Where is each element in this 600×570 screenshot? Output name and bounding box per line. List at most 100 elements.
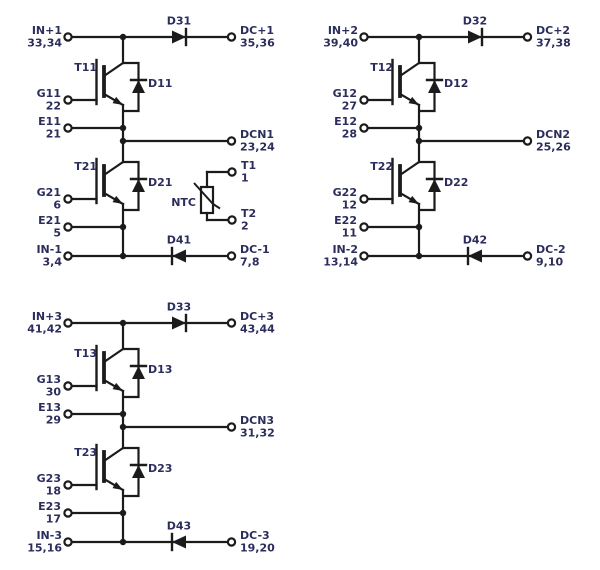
cell1-igbt-top-collector: [102, 61, 125, 78]
cell1-igbt-bot-collector: [102, 160, 125, 177]
cell2-dot-bottom: [415, 252, 423, 260]
cell3-dc-pos-pins: 43,44: [240, 323, 275, 336]
cell2-dc-pos-label: DC+2: [536, 24, 570, 37]
cell3-igbt-bot-emitter-arrow-icon: [112, 481, 123, 490]
cell3-bot-diode-label: D43: [167, 520, 191, 533]
cell1-e-top-terminal: [63, 123, 73, 133]
cell1-dot-dcn: [119, 137, 127, 145]
cell2-igbt-bot-collector: [398, 160, 421, 177]
cell1-diode-bot-symbol: [132, 179, 145, 192]
cell2-diode-top-symbol: [428, 80, 441, 93]
cell1-dc-neg-terminal: [226, 251, 237, 261]
cell3-in-pos-terminal: [63, 318, 73, 328]
cell3-dot-e-top: [119, 410, 127, 418]
cell2-t-top-label: T12: [370, 61, 393, 74]
cell3-bot-series-diode-symbol: [172, 535, 186, 549]
ntc-t1-label: T1: [241, 159, 256, 172]
cell3-in-pos-pins: 41,42: [27, 323, 62, 336]
cell3-dot-dcn: [119, 423, 127, 431]
ntc-body: [199, 185, 215, 215]
cell2-in-pos-terminal: [359, 32, 369, 42]
cell3-in-neg-label: IN-3: [36, 529, 62, 542]
cell2-diode-bot-symbol: [428, 179, 441, 192]
cell3-dc-neg-pins: 19,20: [240, 542, 275, 555]
cell3-e-bot-terminal: [63, 508, 73, 518]
cell1-e-bot-pins: 5: [53, 227, 61, 240]
cell1-t-bot-label: T21: [74, 160, 97, 173]
cell3-t-bot-label: T23: [74, 446, 97, 459]
cell3-dcn-pins: 31,32: [240, 427, 275, 440]
cell3-dc-neg-terminal: [226, 537, 237, 547]
cell2-dcn-label: DCN2: [536, 128, 570, 141]
cell2-e-bot-pins: 11: [342, 227, 357, 240]
cell2-g-top-pins: 27: [342, 100, 357, 113]
cell3-top-series-diode-symbol: [172, 316, 186, 330]
cell2-d-top-label: D12: [444, 77, 468, 90]
cell1-dot-bottom: [119, 252, 127, 260]
ntc-t2-terminal: [227, 215, 237, 225]
cell2-dcn-pins: 25,26: [536, 141, 571, 154]
cell2-dot-top: [415, 33, 423, 41]
cell1-e-top-pins: 21: [46, 128, 61, 141]
cell2-dc-pos-pins: 37,38: [536, 37, 571, 50]
cell3-in-neg-pins: 15,16: [27, 542, 62, 555]
cell2-e-top-label: E12: [334, 115, 357, 128]
cell2-t-bot-label: T22: [370, 160, 393, 173]
cell1-in-neg-label: IN-1: [36, 243, 62, 256]
cell2-g-bot-label: G22: [333, 186, 357, 199]
cell3-diode-top-symbol: [132, 366, 145, 379]
cell3-e-bot-label: E23: [38, 500, 61, 513]
cell3-diode-bot-symbol: [132, 465, 145, 478]
cell1-dcn-pins: 23,24: [240, 141, 275, 154]
cell3-dc-pos-terminal: [226, 318, 237, 328]
cell1-dc-pos-terminal: [226, 32, 237, 42]
cell2-in-pos-pins: 39,40: [323, 37, 358, 50]
cell1-in-pos-pins: 33,34: [27, 37, 62, 50]
cell3-e-top-label: E13: [38, 401, 61, 414]
cell1-dcn-label: DCN1: [240, 128, 274, 141]
cell2-in-pos-label: IN+2: [328, 24, 358, 37]
ntc-label: NTC: [171, 196, 196, 209]
cell1-igbt-bot-emitter-arrow-icon: [112, 195, 123, 204]
cell3-dot-bottom: [119, 538, 127, 546]
cell3-dcn-label: DCN3: [240, 414, 274, 427]
cell3-igbt-bot-collector: [102, 446, 125, 463]
cell3-igbt-top-collector: [102, 347, 125, 364]
ntc-t1-terminal: [227, 167, 237, 177]
cell1-top-series-diode-symbol: [172, 30, 186, 44]
cell2-dot-dcn: [415, 137, 423, 145]
cell2-e-bot-terminal: [359, 222, 369, 232]
cell2-dot-e-bot: [415, 223, 423, 231]
cell2-g-top-terminal: [359, 95, 369, 105]
cell3-dot-e-bot: [119, 509, 127, 517]
cell1-dot-e-top: [119, 124, 127, 132]
cell3-g-top-terminal: [63, 381, 73, 391]
cell3-d-top-label: D13: [148, 363, 172, 376]
cell1-top-diode-label: D31: [167, 15, 191, 28]
cell3-dc-pos-label: DC+3: [240, 310, 274, 323]
cell2-d-bot-label: D22: [444, 176, 468, 189]
cell2-g-bot-terminal: [359, 194, 369, 204]
cell1-e-top-label: E11: [38, 115, 61, 128]
cell2-bot-diode-label: D42: [463, 234, 487, 247]
cell3-g-top-label: G13: [37, 373, 61, 386]
cell3-d-bot-label: D23: [148, 462, 172, 475]
cell2-g-top-label: G12: [333, 87, 357, 100]
cell2-dc-neg-label: DC-2: [536, 243, 566, 256]
cell1-g-top-terminal: [63, 95, 73, 105]
cell2-dc-neg-pins: 9,10: [536, 256, 563, 269]
cell1-dc-pos-label: DC+1: [240, 24, 274, 37]
cell3-in-neg-terminal: [63, 537, 73, 547]
cell3-dc-neg-label: DC-3: [240, 529, 270, 542]
cell3-t-top-label: T13: [74, 347, 97, 360]
cell2-in-neg-terminal: [359, 251, 369, 261]
cell1-bot-diode-label: D41: [167, 234, 191, 247]
cell2-in-neg-pins: 13,14: [323, 256, 358, 269]
cell2-top-series-diode-symbol: [468, 30, 482, 44]
cell2-top-diode-label: D32: [463, 15, 487, 28]
ntc-t2-pins: 2: [241, 220, 249, 233]
cell2-e-top-terminal: [359, 123, 369, 133]
cell1-d-top-label: D11: [148, 77, 172, 90]
